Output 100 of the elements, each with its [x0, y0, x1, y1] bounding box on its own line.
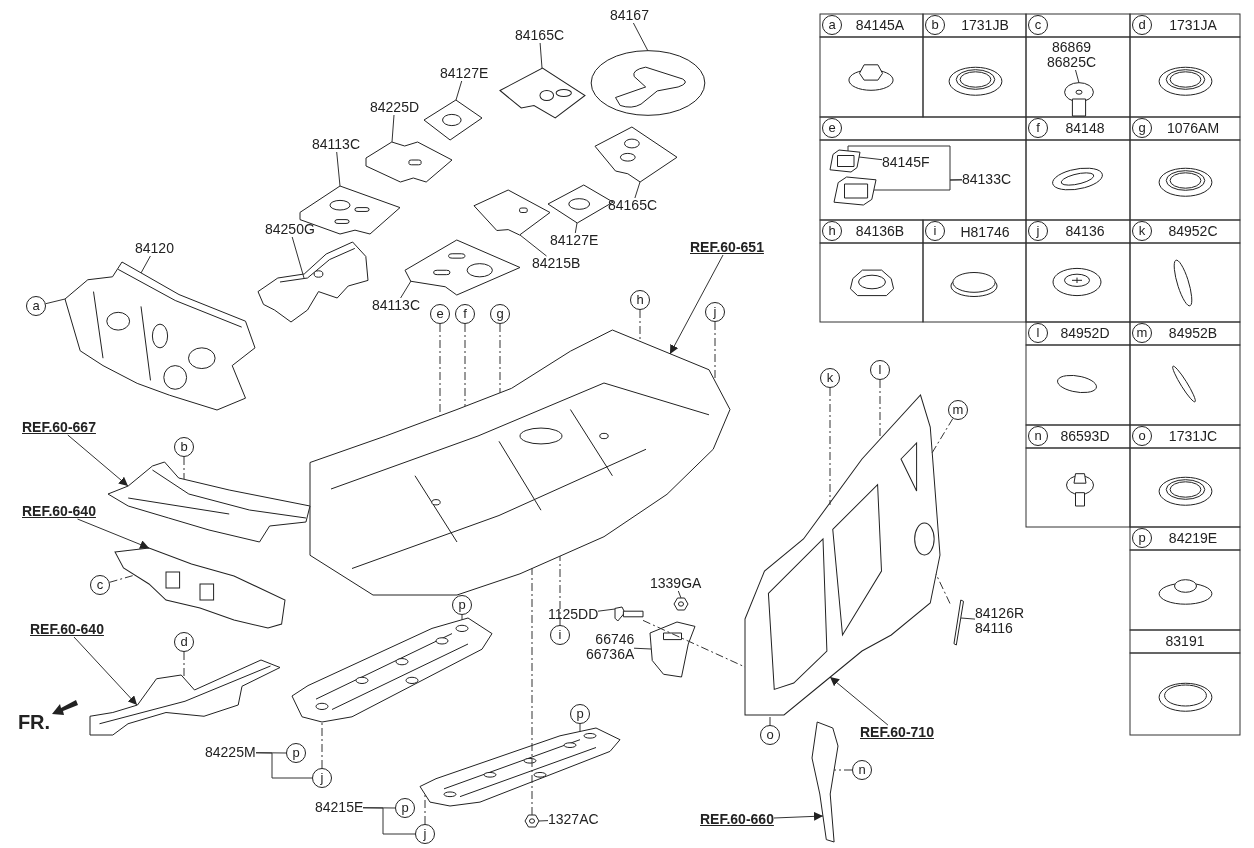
reference-arrow: [669, 254, 724, 355]
callout-letter: m: [948, 400, 968, 420]
leader-line: [539, 42, 543, 69]
leader-line: [400, 280, 412, 299]
clip-icon: [1064, 82, 1094, 116]
leader-line: [183, 651, 185, 679]
callout-letter: c: [1028, 15, 1048, 35]
leader-line: [140, 255, 151, 274]
part-number: 84145F: [882, 155, 930, 170]
pad-icon: [834, 177, 876, 205]
leader-line: [391, 114, 395, 143]
part-number: 1731JA: [1169, 17, 1217, 33]
part-number: 84126R 84116: [975, 606, 1025, 636]
leader-line: [1075, 69, 1080, 84]
part-number: 84120: [135, 241, 174, 256]
callout-letter: f: [455, 304, 475, 324]
direction-label: FR.: [17, 710, 51, 734]
leader-line: [439, 323, 441, 417]
reference-label: REF.60-640: [22, 504, 96, 519]
callout-letter: p: [452, 595, 472, 615]
leader-line: [633, 647, 652, 650]
floor-panel-drawing: [310, 330, 730, 595]
part-number: 84145A: [855, 17, 905, 33]
insulation-pad-drawing: [366, 142, 452, 182]
leader-line: [499, 323, 501, 394]
under-cover-drawing: [292, 618, 492, 722]
callout-letter: l: [1028, 323, 1048, 343]
part-number: 84225M: [205, 745, 256, 760]
part-number: 84136: [1065, 223, 1105, 239]
leader-line: [858, 156, 883, 161]
callout-letter: p: [286, 743, 306, 763]
leader-line: [424, 793, 426, 825]
insulation-pad-drawing: [405, 240, 520, 295]
part-number: 84215E: [315, 800, 364, 815]
part-number: 1731JB: [961, 17, 1009, 33]
leader-line: [632, 22, 649, 52]
part-number: 84952B: [1168, 325, 1218, 341]
reference-label: REF.60-640: [30, 622, 104, 637]
insulation-pad-drawing: [474, 190, 550, 235]
reference-arrow: [67, 434, 129, 487]
insulation-pad-drawing: [500, 68, 585, 118]
leader-line: [291, 236, 305, 279]
part-number: 84165C: [515, 28, 565, 43]
callout-letter: d: [1132, 15, 1152, 35]
leader-line: [336, 151, 341, 187]
part-number: 1076AM: [1166, 120, 1220, 136]
leader-line: [931, 418, 954, 454]
part-number: 84113C: [372, 298, 420, 313]
nut-icon: [525, 815, 539, 827]
leader-line: [321, 721, 323, 769]
leader-line: [531, 567, 533, 816]
side-panel-drawing: [745, 395, 940, 715]
bracket-drawing: [650, 622, 695, 677]
leader-line: [769, 714, 771, 726]
part-number: 84952D: [1060, 325, 1110, 341]
callout-letter: j: [415, 824, 435, 844]
callout-letter: n: [852, 760, 872, 780]
part-number: 84127E: [550, 233, 599, 248]
callout-letter: h: [822, 221, 842, 241]
cowl-panel-drawing: [108, 462, 310, 542]
leader-line: [461, 614, 463, 621]
part-number: 84148: [1065, 120, 1105, 136]
leader-line: [519, 234, 547, 257]
reference-arrow: [773, 811, 824, 821]
callout-letter: f: [1028, 118, 1048, 138]
leader-line: [579, 723, 581, 733]
part-number: 84219E: [1168, 530, 1218, 546]
reference-arrow: [829, 676, 889, 726]
reference-label: REF.60-651: [690, 240, 764, 255]
leader-line: [634, 181, 641, 199]
bracket-line: [255, 752, 313, 779]
leader-line: [109, 574, 136, 583]
callout-letter: a: [822, 15, 842, 35]
callout-letter: e: [430, 304, 450, 324]
part-number: 83191: [1165, 633, 1205, 649]
reference-label: REF.60-660: [700, 812, 774, 827]
part-number: 1731JC: [1168, 428, 1218, 444]
callout-letter: j: [312, 768, 332, 788]
callout-letter: b: [174, 437, 194, 457]
leader-line: [677, 590, 682, 599]
leader-line: [538, 820, 549, 822]
callout-letter: d: [174, 632, 194, 652]
side-member-drawing: [90, 660, 280, 735]
part-number: 84165C: [608, 198, 658, 213]
leader-line: [559, 555, 561, 626]
leader-line: [45, 298, 66, 305]
callout-letter: p: [1132, 528, 1152, 548]
callout-letter: m: [1132, 323, 1152, 343]
part-number: 84250G: [265, 222, 315, 237]
leader-line: [574, 222, 578, 234]
leader-line: [597, 608, 616, 612]
callout-letter: o: [1132, 426, 1152, 446]
callout-letter: g: [490, 304, 510, 324]
bracket-line: [362, 807, 416, 835]
pad-icon: [830, 150, 860, 172]
callout-letter: i: [925, 221, 945, 241]
callout-letter: j: [1028, 221, 1048, 241]
reference-label: REF.60-710: [860, 725, 934, 740]
part-number: 84113C: [312, 137, 360, 152]
under-cover-drawing: [420, 728, 620, 806]
